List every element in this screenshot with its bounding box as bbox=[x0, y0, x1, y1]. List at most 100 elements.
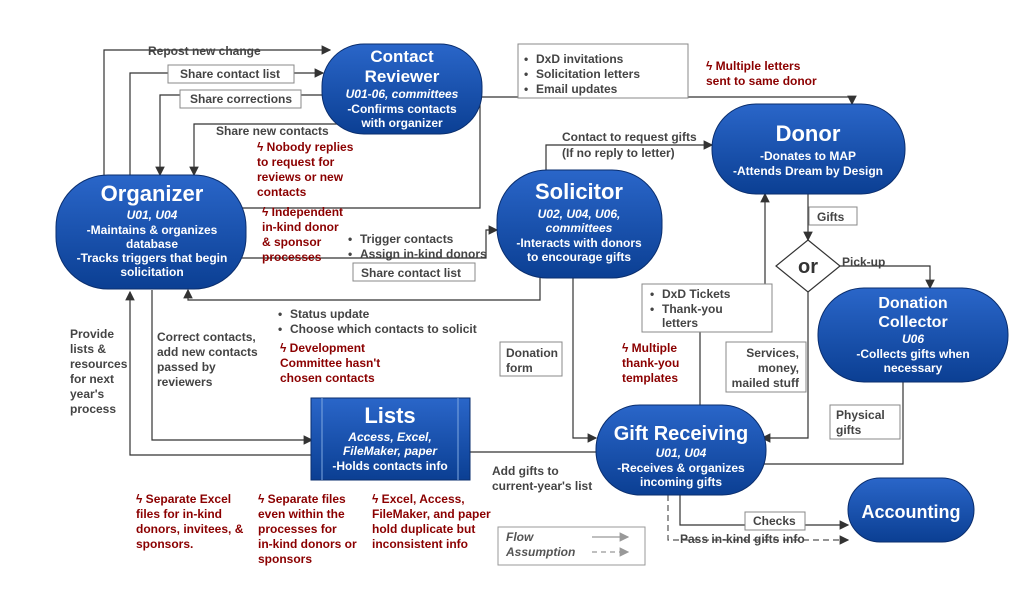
edge-org-to-donor bbox=[240, 95, 857, 209]
bullet-dot-6: • bbox=[348, 232, 352, 246]
label-letters: letters bbox=[662, 316, 698, 330]
label-request-gifts-1: Contact to request gifts bbox=[562, 130, 697, 144]
edge-physical-gifts bbox=[750, 382, 904, 469]
bullet-dot-2: • bbox=[524, 67, 528, 81]
label-thank-you: Thank-you bbox=[662, 302, 723, 316]
issue-independent-1: ϟ Independent bbox=[262, 205, 343, 219]
label-checks: Checks bbox=[753, 514, 796, 528]
organizer-desc-1: -Maintains & organizes bbox=[87, 223, 218, 237]
label-add-gifts-1: Add gifts to bbox=[492, 464, 559, 478]
donation-collector-title-1: Donation bbox=[878, 295, 947, 312]
solicitor-sub-2: committees bbox=[546, 221, 613, 235]
label-trigger-contacts: Trigger contacts bbox=[360, 232, 454, 246]
edge-trigger-contacts bbox=[240, 225, 499, 259]
issue-separate-files-5: sponsors bbox=[258, 552, 312, 566]
solicitor-desc-2: to encourage gifts bbox=[527, 250, 631, 264]
issue-dev-committee-3: chosen contacts bbox=[280, 371, 375, 385]
label-dxd-tickets: DxD Tickets bbox=[662, 287, 731, 301]
issue-nobody-replies-2: to request for bbox=[257, 155, 335, 169]
contact-reviewer-title-2: Reviewer bbox=[365, 67, 440, 86]
contact-reviewer-title-1: Contact bbox=[370, 47, 434, 66]
box-share-contact-list-reviewer bbox=[167, 64, 295, 84]
label-share-new-contacts: Share new contacts bbox=[216, 124, 329, 138]
label-share-contact-list-solicitor: Share contact list bbox=[361, 266, 461, 280]
donor-desc-1: -Donates to MAP bbox=[760, 149, 856, 163]
edge-pick-up bbox=[840, 265, 935, 290]
node-solicitor: Solicitor U02, U04, U06, committees -Int… bbox=[496, 169, 663, 279]
label-add-gifts-2: current-year's list bbox=[492, 479, 592, 493]
bullet-email-updates: Email updates bbox=[536, 82, 618, 96]
node-donor: Donor -Donates to MAP -Attends Dream by … bbox=[711, 103, 906, 195]
organizer-desc-2: database bbox=[126, 237, 178, 251]
edge-share-new-contacts bbox=[189, 123, 345, 177]
label-share-corrections: Share corrections bbox=[190, 92, 292, 106]
legend-flow: Flow bbox=[506, 530, 534, 544]
bullet-dot-5: • bbox=[650, 302, 654, 316]
issue-independent-4: processes bbox=[262, 250, 322, 264]
donation-collector-desc-1: -Collects gifts when bbox=[856, 347, 969, 361]
node-donation-collector: Donation Collector U06 -Collects gifts w… bbox=[817, 287, 1009, 383]
edge-correct-contacts bbox=[151, 290, 314, 445]
node-organizer: Organizer U01, U04 -Maintains & organize… bbox=[55, 174, 247, 290]
label-repost-change: Repost new change bbox=[148, 44, 261, 58]
issue-nobody-replies-4: contacts bbox=[257, 185, 307, 199]
lists-sub-1: Access, Excel, bbox=[347, 430, 431, 444]
solicitor-title: Solicitor bbox=[535, 179, 623, 204]
bullet-dot-1: • bbox=[524, 52, 528, 66]
edge-provide-lists bbox=[125, 290, 315, 456]
label-physical: Physical bbox=[836, 408, 885, 422]
donation-collector-title-2: Collector bbox=[878, 314, 947, 331]
lists-sub-2: FileMaker, paper bbox=[343, 444, 438, 458]
edge-status-update bbox=[183, 278, 541, 301]
issue-separate-excel-3: donors, invitees, & bbox=[136, 522, 244, 536]
box-org-donor-items bbox=[517, 43, 689, 99]
label-correct-contacts-1: Correct contacts, bbox=[157, 330, 256, 344]
issue-nobody-replies-3: reviews or new bbox=[257, 170, 344, 184]
label-donation: Donation bbox=[506, 346, 558, 360]
contact-reviewer-desc-1: -Confirms contacts bbox=[347, 102, 457, 116]
donation-collector-sub: U06 bbox=[902, 332, 924, 346]
label-services: Services, bbox=[746, 346, 799, 360]
issue-separate-files-1: ϟ Separate files bbox=[258, 492, 346, 506]
bullet-dot-4: • bbox=[650, 287, 654, 301]
issue-separate-files-4: in-kind donors or bbox=[258, 537, 357, 551]
issue-duplicate-4: inconsistent info bbox=[372, 537, 468, 551]
gift-receiving-desc-2: incoming gifts bbox=[640, 475, 722, 489]
box-share-contact-list-solicitor bbox=[352, 262, 476, 282]
label-provide-lists-4: for next bbox=[70, 372, 114, 386]
accounting-title: Accounting bbox=[862, 502, 961, 522]
label-gifts: Gifts bbox=[817, 210, 845, 224]
box-gifts bbox=[808, 206, 858, 226]
decision-or-label: or bbox=[798, 256, 818, 278]
issue-duplicate-1: ϟ Excel, Access, bbox=[372, 492, 465, 506]
issue-separate-excel-1: ϟ Separate Excel bbox=[136, 492, 231, 506]
gift-receiving-title: Gift Receiving bbox=[614, 423, 748, 445]
issue-separate-excel-2: files for in-kind bbox=[136, 507, 222, 521]
gift-receiving-sub: U01, U04 bbox=[656, 446, 707, 460]
node-gift-receiving: Gift Receiving U01, U04 -Receives & orga… bbox=[595, 404, 767, 496]
edge-donation-form bbox=[572, 278, 598, 443]
organizer-desc-4: solicitation bbox=[120, 265, 183, 279]
label-choose-contacts: Choose which contacts to solicit bbox=[290, 322, 477, 336]
label-assign-donors: Assign in-kind donors bbox=[360, 247, 487, 261]
bullet-dot-7: • bbox=[348, 247, 352, 261]
issues: ϟ Nobody replies to request for reviews … bbox=[136, 59, 817, 566]
label-pass-inkind: Pass in-kind gifts info bbox=[680, 532, 805, 546]
edge-pass-inkind bbox=[667, 495, 850, 545]
box-services bbox=[725, 341, 807, 393]
solicitor-sub-1: U02, U04, U06, bbox=[538, 207, 621, 221]
edge-services bbox=[760, 292, 809, 443]
label-provide-lists-1: Provide bbox=[70, 327, 114, 341]
label-provide-lists-6: process bbox=[70, 402, 116, 416]
label-request-gifts-2: (If no reply to letter) bbox=[562, 146, 675, 160]
organizer-title: Organizer bbox=[101, 181, 204, 206]
legend-assumption: Assumption bbox=[505, 545, 575, 559]
node-lists: Lists Access, Excel, FileMaker, paper -H… bbox=[310, 397, 471, 481]
issue-independent-2: in-kind donor bbox=[262, 220, 339, 234]
box-share-corrections bbox=[179, 89, 302, 109]
solicitor-desc-1: -Interacts with donors bbox=[516, 236, 642, 250]
node-contact-reviewer: Contact Reviewer U01-06, committees -Con… bbox=[321, 43, 483, 135]
issue-dev-committee-2: Committee hasn't bbox=[280, 356, 380, 370]
